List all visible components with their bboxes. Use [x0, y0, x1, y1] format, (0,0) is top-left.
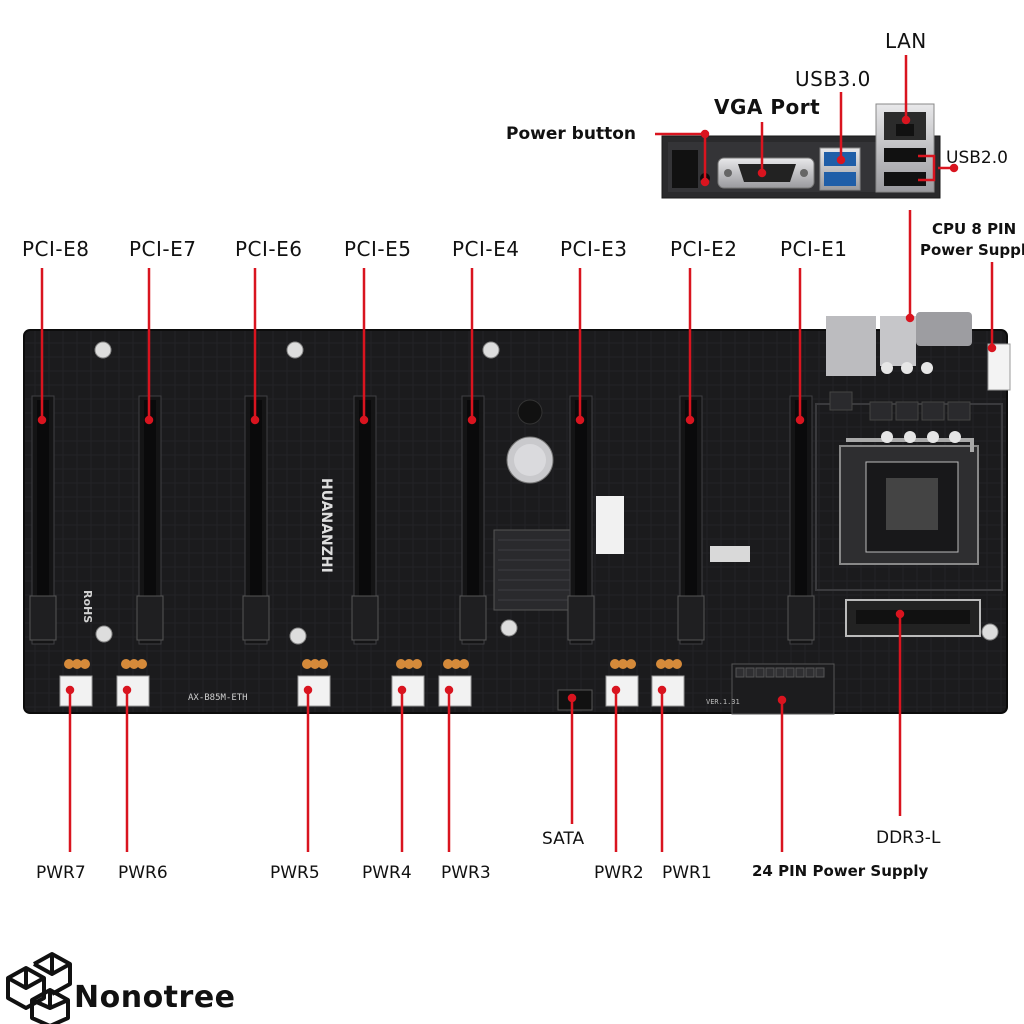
nonotree-logo-icon	[6, 952, 72, 1024]
board-ver-text: VER.1.31	[706, 698, 740, 706]
board-model-text: AX-B85M-ETH	[188, 693, 248, 703]
pcie-slot-1	[787, 395, 815, 645]
label-pcie-6: PCI-E6	[235, 237, 303, 261]
label-usb30: USB3.0	[795, 67, 871, 91]
leader-lines	[37, 55, 997, 852]
usb2-port-bottom	[884, 172, 926, 186]
label-pwr6: PWR6	[118, 863, 168, 883]
label-pwr7: PWR7	[36, 863, 86, 883]
label-sata: SATA	[542, 829, 585, 849]
usb2-port-top	[884, 148, 926, 162]
label-pwr4: PWR4	[362, 863, 412, 883]
pcie-slot-2	[677, 395, 705, 645]
label-vga-port: VGA Port	[714, 95, 821, 119]
motherboard: HUANANZHI AX-B85M-ETH RoHS VER.1.31	[23, 312, 1011, 715]
power-connector-pwr7	[59, 659, 93, 707]
label-usb20: USB2.0	[946, 148, 1008, 168]
pcie-slot-6	[242, 395, 270, 645]
label-pcie-5: PCI-E5	[344, 237, 412, 261]
leader-pwr1-dot	[657, 685, 667, 695]
power-connector-pwr2	[605, 659, 639, 707]
leader-cpu-io-dot	[905, 313, 915, 323]
pcie-slot-5	[351, 395, 379, 645]
pcie-slot-4	[459, 395, 487, 645]
label-pcie-8: PCI-E8	[22, 237, 90, 261]
leader-pcie-4-dot	[467, 415, 477, 425]
pcie-slot-7	[136, 395, 164, 645]
leader-pwr5-dot	[303, 685, 313, 695]
leader-cpu-8pin-dot	[987, 343, 997, 353]
power-connector-group	[59, 659, 685, 707]
label-pcie-7: PCI-E7	[129, 237, 197, 261]
label-pcie-4: PCI-E4	[452, 237, 520, 261]
label-pwr2: PWR2	[594, 863, 644, 883]
label-24pin-power: 24 PIN Power Supply	[752, 862, 929, 880]
pcie-slot-3	[567, 395, 595, 645]
label-pwr3: PWR3	[441, 863, 491, 883]
vrm-components	[829, 391, 971, 421]
leader-lan-dot	[901, 115, 911, 125]
power-button-port	[672, 150, 698, 188]
leader-pwr7-dot	[65, 685, 75, 695]
leader-pcie-8-dot	[37, 415, 47, 425]
cpu-socket	[815, 403, 1003, 591]
power-connector-pwr4	[391, 659, 425, 707]
leader-pcie-3-dot	[575, 415, 585, 425]
leader-usb20-bracket	[918, 154, 936, 182]
board-rohs-text: RoHS	[81, 590, 94, 623]
brand-logo-text: Nonotree	[74, 980, 236, 1015]
leader-pcie-5-dot	[359, 415, 369, 425]
cmos-battery	[506, 436, 554, 484]
leader-sata-dot	[567, 693, 577, 703]
leader-pcie-2-dot	[685, 415, 695, 425]
label-pcie-3: PCI-E3	[560, 237, 628, 261]
leader-usb30-dot	[836, 155, 846, 165]
leader-pwr4-dot	[397, 685, 407, 695]
label-lan: LAN	[885, 29, 927, 53]
power-connector-pwr6	[116, 659, 150, 707]
leader-vga-dot	[757, 168, 767, 178]
mounting-holes	[94, 341, 999, 645]
pcie-slot-8	[29, 395, 57, 645]
power-connector-pwr3	[438, 659, 472, 707]
board-brand-text: HUANANZHI	[318, 478, 334, 573]
power-connector-pwr5	[297, 659, 331, 707]
label-pcie-1: PCI-E1	[780, 237, 848, 261]
label-ddr3l: DDR3-L	[876, 828, 941, 848]
cpu-8pin-connector	[987, 343, 1011, 391]
leader-pcie-1-dot	[795, 415, 805, 425]
power-connector-pwr1	[651, 659, 685, 707]
leader-pwr6-dot	[122, 685, 132, 695]
label-pcie-2: PCI-E2	[670, 237, 738, 261]
pcie-slot-group	[29, 395, 815, 645]
leader-pwr2-dot	[611, 685, 621, 695]
leader-ddr-dot	[895, 609, 905, 619]
label-pwr5: PWR5	[270, 863, 320, 883]
leader-atx24-dot	[777, 695, 787, 705]
ddr3l-slot	[845, 599, 981, 637]
leader-pwr3-dot	[444, 685, 454, 695]
chipset-heatsink	[493, 529, 575, 611]
label-cpu-power-supply: Power Supply	[920, 241, 1024, 259]
leader-pcie-6-dot	[250, 415, 260, 425]
label-pwr1: PWR1	[662, 863, 712, 883]
label-cpu-8pin: CPU 8 PIN	[932, 220, 1017, 238]
leader-pcie-7-dot	[144, 415, 154, 425]
label-power-button: Power button	[506, 124, 636, 144]
